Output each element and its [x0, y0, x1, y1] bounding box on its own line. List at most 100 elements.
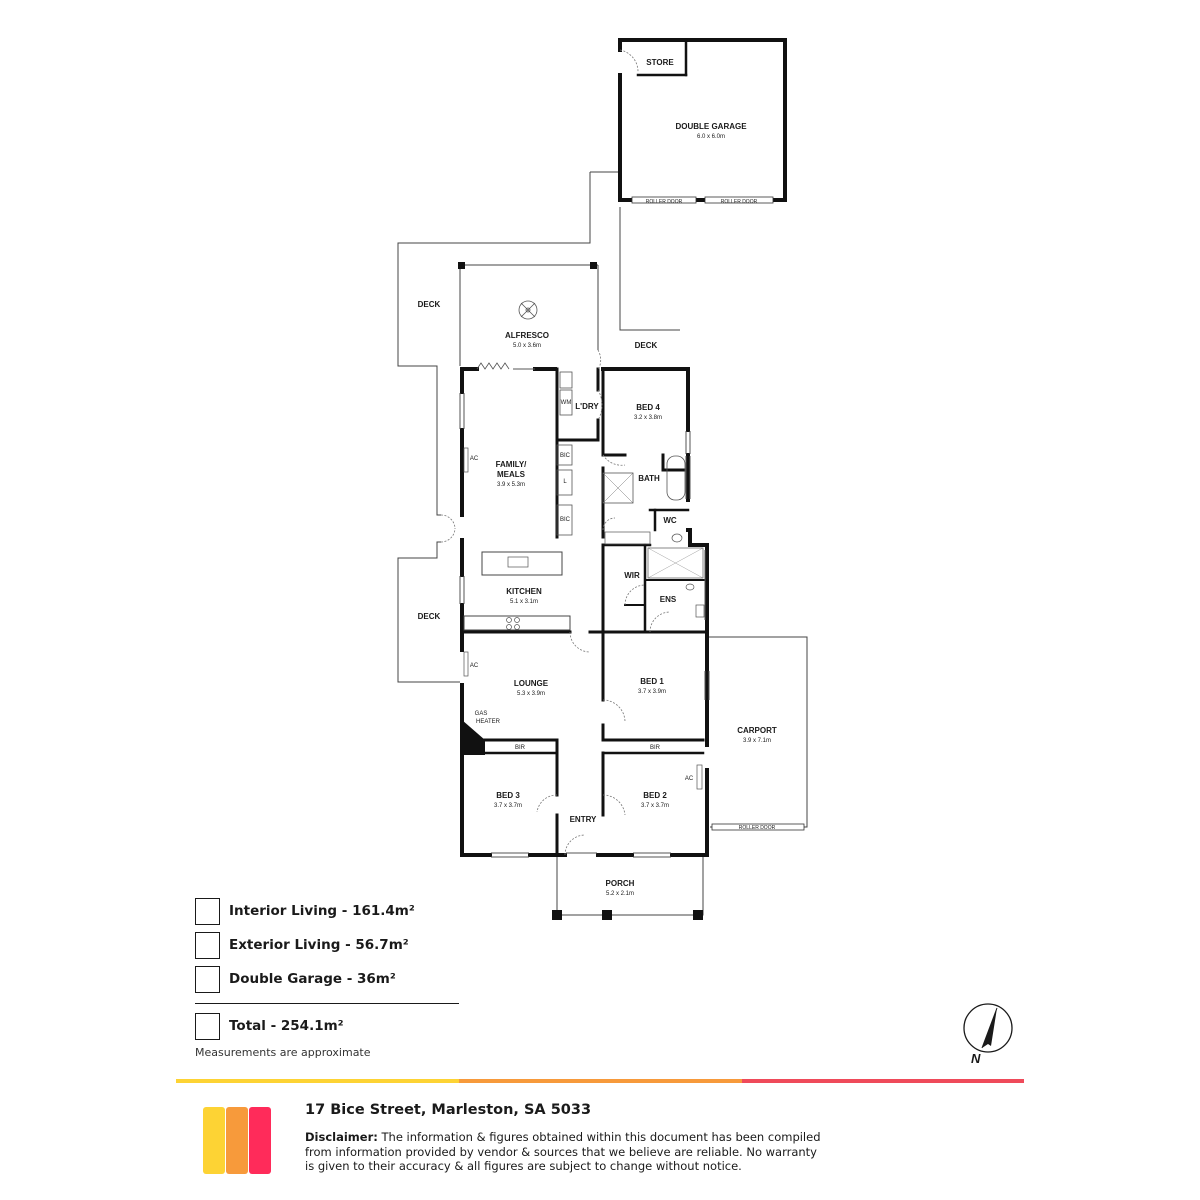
compass-north-label: N — [971, 1051, 981, 1066]
walls — [460, 38, 787, 857]
room-label-carport: CARPORT — [737, 726, 777, 735]
vanity-icon — [604, 531, 651, 545]
logo-block-orange — [226, 1107, 248, 1174]
legend-checkbox — [195, 897, 220, 925]
measurement-note: Measurements are approximate — [195, 1046, 371, 1059]
toilet-icon — [671, 533, 683, 543]
room-size-family-meals: 3.9 x 5.3m — [497, 482, 525, 488]
room-size-alfresco: 5.0 x 3.6m — [513, 343, 541, 349]
room-label-bed-1: BED 1 — [640, 677, 664, 686]
room-label-entry: ENTRY — [570, 815, 597, 824]
ac-label-lounge: AC — [470, 663, 479, 669]
ensuite-shower-icon — [647, 547, 704, 579]
room-label-lounge: LOUNGE — [514, 679, 549, 688]
room-label-store: STORE — [646, 58, 674, 67]
shower-icon — [602, 472, 634, 504]
bir-label-bed3: BIR — [515, 745, 526, 751]
ac-unit-family — [463, 447, 469, 473]
legend-garage-label: Double Garage - 36m² — [229, 971, 396, 987]
linen-label: L — [563, 479, 567, 485]
roller-door-label-2: ROLLER DOOR — [721, 199, 758, 205]
room-size-bed-4: 3.2 x 3.8m — [634, 415, 662, 421]
gas-heater-label-1: GAS — [475, 711, 488, 717]
alfresco-bifold-door — [476, 362, 510, 370]
kitchen-bench — [463, 615, 571, 631]
room-label-deck-west-lower: DECK — [418, 612, 441, 621]
windows — [459, 393, 710, 858]
room-size-double-garage: 6.0 x 6.0m — [697, 134, 725, 140]
room-label-wir: WIR — [624, 571, 640, 580]
legend-garage: Double Garage - 36m² — [195, 964, 396, 994]
legend-interior-label: Interior Living - 161.4m² — [229, 903, 415, 919]
roller-door-label-1: ROLLER DOOR — [646, 199, 683, 205]
garage-roller-door-right — [704, 196, 774, 204]
room-label-bed-4: BED 4 — [636, 403, 660, 412]
laundry-trough — [559, 371, 573, 389]
room-size-bed-1: 3.7 x 3.9m — [638, 689, 666, 695]
north-compass-icon: N — [963, 1003, 1013, 1066]
room-label-laundry: L'DRY — [575, 402, 599, 411]
room-label-bed-3: BED 3 — [496, 791, 520, 800]
shower-cross — [602, 472, 634, 504]
ac-unit-bed2 — [696, 764, 703, 790]
disclaimer: Disclaimer: The information & figures ob… — [305, 1130, 905, 1174]
ensuite-shower-cross — [647, 547, 704, 579]
disclaimer-line-3: is given to their accuracy & all figures… — [305, 1159, 742, 1173]
room-size-carport: 3.9 x 7.1m — [743, 738, 771, 744]
disclaimer-line-2: from information provided by vendor & so… — [305, 1144, 817, 1159]
disclaimer-label: Disclaimer: — [305, 1130, 378, 1144]
porch-posts — [552, 910, 703, 920]
gas-heater-label-2: HEATER — [476, 719, 501, 725]
legend-exterior-label: Exterior Living - 56.7m² — [229, 937, 409, 953]
legend-interior: Interior Living - 161.4m² — [195, 896, 415, 926]
doors — [440, 49, 671, 856]
room-label-wc: WC — [663, 516, 677, 525]
legend-total-label: Total - 254.1m² — [229, 1018, 344, 1034]
bic-upper — [556, 444, 573, 466]
room-label-deck-east: DECK — [635, 341, 658, 350]
room-label-porch: PORCH — [606, 879, 635, 888]
bic-label-2: BIC — [560, 517, 571, 523]
ac-label-bed2: AC — [685, 776, 694, 782]
room-label-bed-2: BED 2 — [643, 791, 667, 800]
carport-roller-door — [711, 823, 805, 831]
room-label-double-garage: DOUBLE GARAGE — [675, 122, 747, 131]
room-size-bed-2: 3.7 x 3.7m — [641, 803, 669, 809]
alfresco-posts — [458, 262, 597, 269]
room-size-porch: 5.2 x 2.1m — [606, 891, 634, 897]
legend-checkbox — [195, 965, 220, 993]
bic-lower — [556, 504, 573, 536]
room-size-kitchen: 5.1 x 3.1m — [510, 599, 538, 605]
ceiling-fan-icon — [518, 300, 538, 320]
room-label-family-meals: FAMILY/ — [496, 460, 528, 469]
ensuite-toilet-icon — [695, 604, 705, 618]
room-label-ensuite: ENS — [660, 595, 677, 604]
footer-rule-yellow — [176, 1079, 459, 1083]
room-size-bed-3: 3.7 x 3.7m — [494, 803, 522, 809]
washing-machine-space — [559, 389, 573, 416]
outdoor-outlines — [397, 171, 808, 916]
room-label-kitchen: KITCHEN — [506, 587, 542, 596]
room-label-alfresco: ALFRESCO — [505, 331, 549, 340]
logo-block-yellow — [203, 1107, 225, 1174]
ac-unit-lounge — [463, 651, 469, 677]
wm-label: WM — [561, 400, 572, 406]
bic-label-1: BIC — [560, 453, 571, 459]
legend-checkbox — [195, 931, 220, 959]
legend-exterior: Exterior Living - 56.7m² — [195, 930, 409, 960]
disclaimer-text-1: The information & figures obtained withi… — [377, 1130, 821, 1144]
bathtub-icon — [666, 455, 686, 501]
linen-cupboard — [556, 469, 573, 496]
footer-rule-red — [742, 1079, 1024, 1083]
ensuite-basin-icon — [685, 583, 695, 591]
legend-divider — [195, 1003, 459, 1004]
sink-icon — [507, 556, 529, 568]
roller-door-label-carport: ROLLER DOOR — [739, 825, 776, 831]
property-address: 17 Bice Street, Marleston, SA 5033 — [305, 1102, 592, 1118]
legend-total: Total - 254.1m² — [195, 1011, 344, 1041]
disclaimer-line-1: Disclaimer: The information & figures ob… — [305, 1130, 905, 1145]
room-label-family-meals: MEALS — [497, 470, 526, 479]
bir-label-bed2: BIR — [650, 745, 661, 751]
room-size-lounge: 5.3 x 3.9m — [517, 691, 545, 697]
